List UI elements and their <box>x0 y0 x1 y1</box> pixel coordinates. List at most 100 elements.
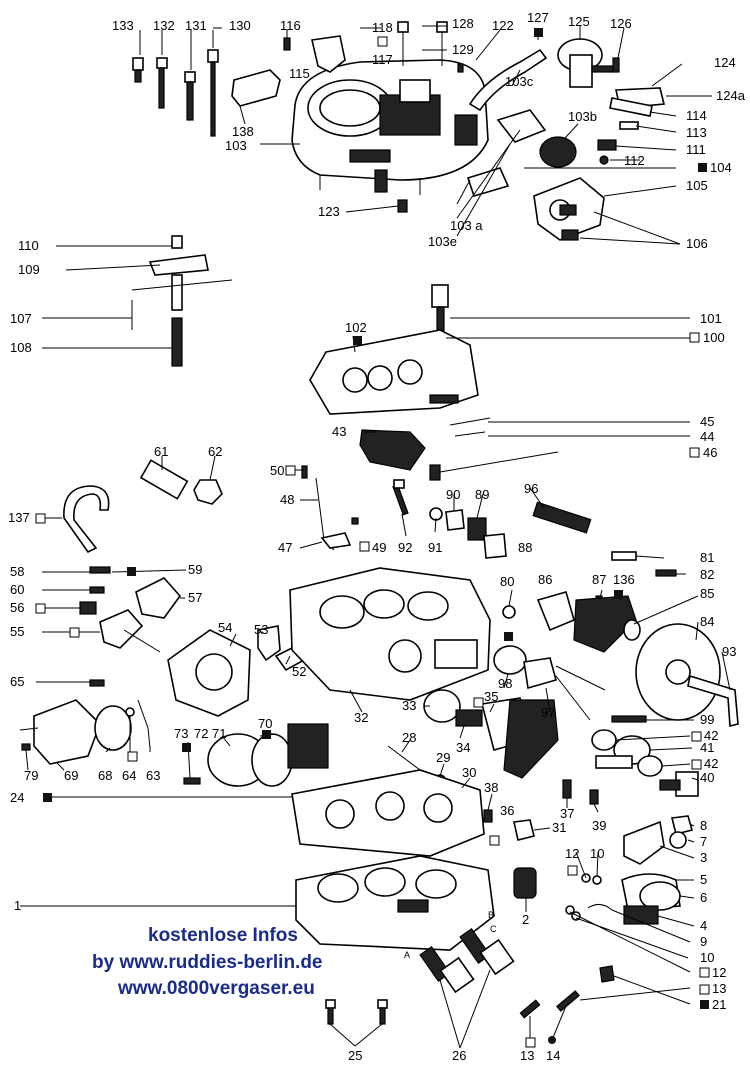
screw-73 <box>183 777 201 785</box>
label-33: 33 <box>402 698 416 713</box>
pulldown-125 <box>557 38 615 88</box>
valve-46 <box>429 464 441 481</box>
hose-127 <box>496 109 547 143</box>
label-130: 130 <box>229 18 251 33</box>
label-103e: 103e <box>428 234 457 249</box>
ring-42b <box>637 755 663 777</box>
gasket-102 <box>309 329 479 415</box>
label-4: 4 <box>700 918 707 933</box>
label-124a: 124a <box>716 88 746 103</box>
label-10a: 10 <box>590 846 604 861</box>
label-53: 53 <box>254 622 268 637</box>
label-103: 103 <box>225 138 247 153</box>
label-118: 118 <box>372 20 393 35</box>
label-55: 55 <box>10 624 24 639</box>
bracket-86 <box>536 591 575 632</box>
label-52: 52 <box>292 664 306 679</box>
air-horn-cover-103 <box>291 59 489 195</box>
label-90: 90 <box>446 487 460 502</box>
label-122: 122 <box>492 18 514 33</box>
label-137: 137 <box>8 510 30 525</box>
label-92: 92 <box>398 540 412 555</box>
screw-92 <box>392 479 409 516</box>
part-number-labels: 133 132 131 130 116 118 128 122 127 125 … <box>8 10 746 1063</box>
screw-14 <box>556 990 580 1012</box>
screws-25 <box>325 999 388 1025</box>
label-39: 39 <box>592 818 606 833</box>
pin-45 <box>449 417 491 426</box>
label-26: 26 <box>452 1048 466 1063</box>
part-38 <box>483 809 493 823</box>
float-43 <box>359 429 426 471</box>
banjo-41 <box>595 735 651 769</box>
label-113: 113 <box>686 125 707 140</box>
label-91: 91 <box>428 540 442 555</box>
ring-70 <box>251 733 293 787</box>
promo-line-2: by www.ruddies-berlin.de <box>92 952 323 973</box>
screw-82 <box>655 569 677 577</box>
screw-13a <box>519 999 541 1019</box>
nut-21 <box>599 965 615 983</box>
label-127: 127 <box>527 10 549 25</box>
letter-b: B <box>488 910 494 920</box>
screw-50 <box>301 465 308 479</box>
label-98: 98 <box>498 676 512 691</box>
label-64: 64 <box>122 768 136 783</box>
lever-53 <box>257 625 281 662</box>
label-129: 129 <box>452 42 474 57</box>
label-125: 125 <box>568 14 590 29</box>
label-24: 24 <box>10 790 24 805</box>
label-13b: 13 <box>520 1048 534 1063</box>
label-96: 96 <box>524 481 538 496</box>
letter-a: A <box>404 950 410 960</box>
label-68: 68 <box>98 768 112 783</box>
label-132: 132 <box>153 18 175 33</box>
nut-88 <box>483 533 507 559</box>
label-12b: 12 <box>712 965 726 980</box>
jets-26 <box>419 928 515 994</box>
label-35: 35 <box>484 689 498 704</box>
label-40: 40 <box>700 770 714 785</box>
label-112: 112 <box>624 153 645 168</box>
screw-132 <box>156 57 168 109</box>
label-131: 131 <box>185 18 207 33</box>
gasket-98 <box>493 645 527 675</box>
label-50: 50 <box>270 463 284 478</box>
screw-116 <box>283 37 291 51</box>
label-81: 81 <box>700 550 714 565</box>
washer-10a <box>592 875 602 885</box>
label-126: 126 <box>610 16 632 31</box>
washer-7 <box>669 831 687 849</box>
vacuum-unit-84 <box>635 623 721 721</box>
label-107: 107 <box>10 311 32 326</box>
label-36: 36 <box>500 803 514 818</box>
label-25: 25 <box>348 1048 362 1063</box>
label-97: 97 <box>541 705 555 720</box>
label-104: 104 <box>710 160 732 175</box>
label-111: 111 <box>686 142 706 157</box>
label-88: 88 <box>518 540 532 555</box>
label-21: 21 <box>712 997 726 1012</box>
label-117: 117 <box>372 52 393 67</box>
label-79: 79 <box>24 768 38 783</box>
screw-130 <box>207 49 219 137</box>
label-80: 80 <box>500 574 514 589</box>
housing-70b <box>287 723 329 769</box>
label-110: 110 <box>18 238 39 253</box>
link-114 <box>609 97 653 117</box>
nut-80 <box>502 605 516 619</box>
clip-9 <box>587 904 613 911</box>
gasket-24 <box>291 769 485 857</box>
screw-81 <box>611 551 637 561</box>
label-12a: 12 <box>565 846 579 861</box>
label-69: 69 <box>64 768 78 783</box>
label-54: 54 <box>218 620 232 635</box>
screw-128b <box>436 21 448 33</box>
label-41: 41 <box>700 740 714 755</box>
label-60: 60 <box>10 582 24 597</box>
label-133: 133 <box>112 18 134 33</box>
screw-128 <box>397 21 409 33</box>
label-59: 59 <box>188 562 202 577</box>
label-1: 1 <box>14 898 21 913</box>
